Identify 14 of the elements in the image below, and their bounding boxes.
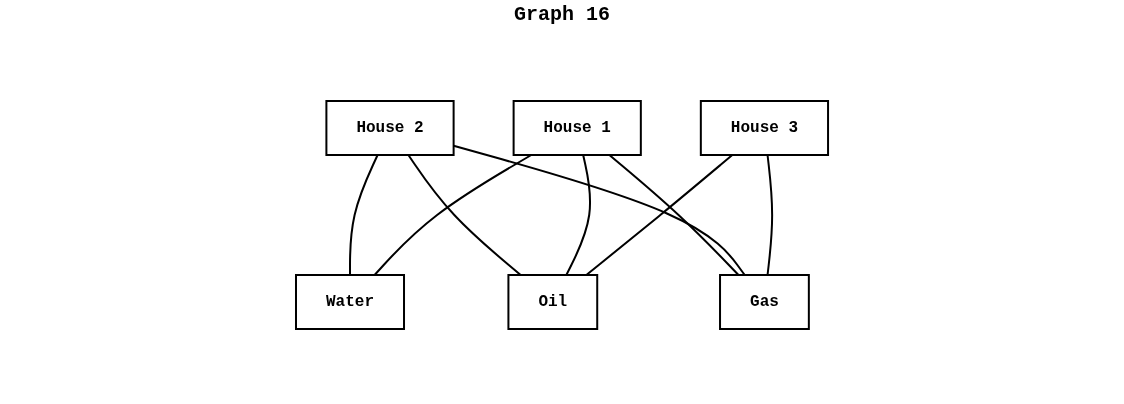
node-box: House 1 <box>512 100 642 156</box>
node-box: House 2 <box>325 100 455 156</box>
connector <box>608 154 740 276</box>
connector <box>407 154 522 276</box>
connector <box>585 154 734 276</box>
connector <box>349 154 379 276</box>
connector <box>766 154 774 276</box>
node-box: House 3 <box>699 100 829 156</box>
node-box: Oil <box>507 274 599 330</box>
connector <box>373 154 533 276</box>
connector <box>565 154 592 276</box>
graph-title: Graph 16 <box>513 2 611 28</box>
node-box: Gas <box>719 274 810 330</box>
node-box: Water <box>294 274 405 330</box>
